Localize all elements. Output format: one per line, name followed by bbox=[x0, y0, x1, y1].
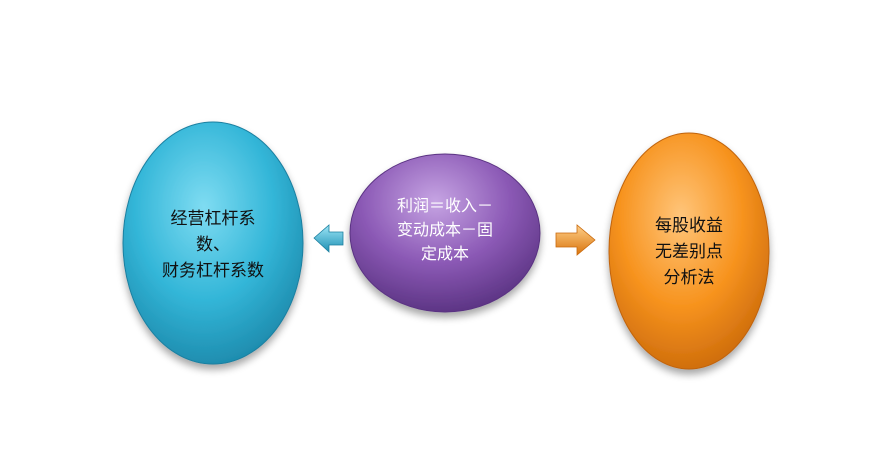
right-arrow-icon bbox=[555, 224, 596, 256]
left-node bbox=[122, 121, 304, 365]
left-arrow-icon bbox=[313, 224, 344, 253]
center-node bbox=[349, 153, 541, 313]
right-node bbox=[608, 132, 770, 370]
